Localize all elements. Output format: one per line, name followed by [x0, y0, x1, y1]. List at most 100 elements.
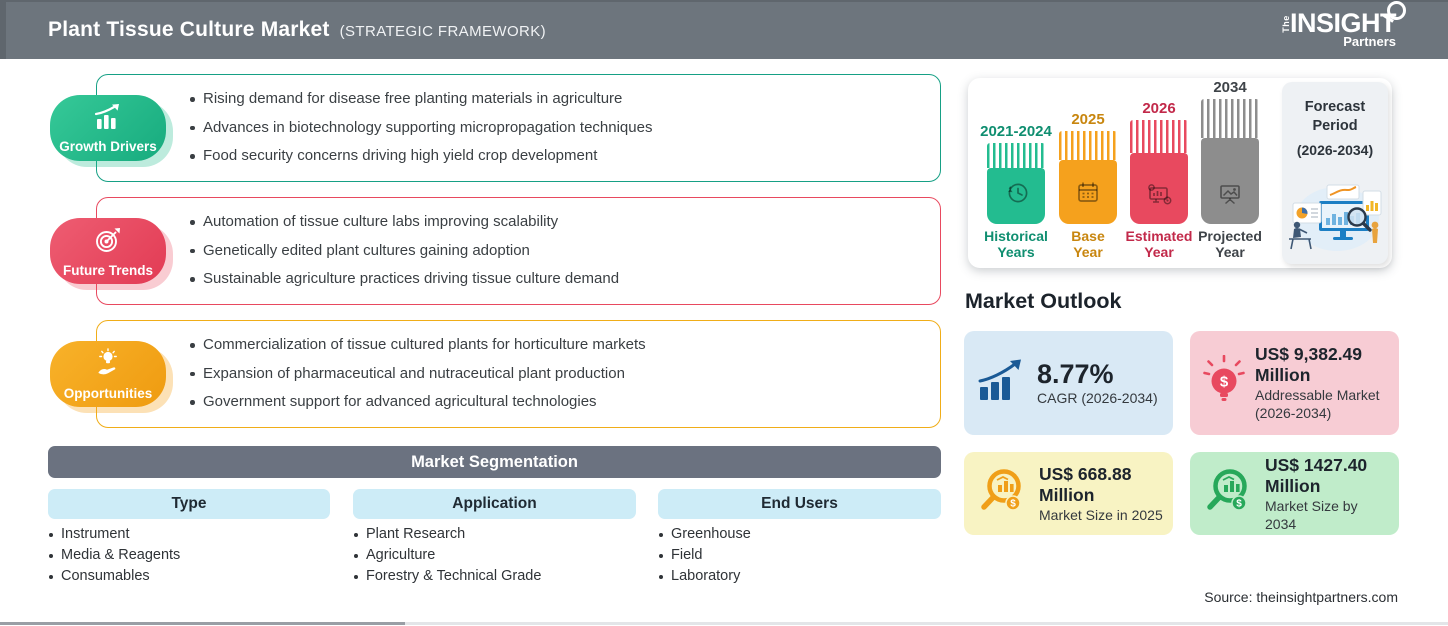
historical-years-bar: 2021-2024 Historical Years — [980, 78, 1052, 268]
target-dart-icon — [93, 225, 123, 260]
badge-label: Growth Drivers — [59, 138, 157, 154]
timeline-bar — [1059, 131, 1117, 224]
bullet-item: Commercialization of tissue cultured pla… — [190, 337, 916, 352]
projection-screen-icon — [1214, 180, 1246, 213]
size-2025-text-block: US$ 668.88 Million Market Size in 2025 — [1039, 464, 1163, 524]
analytics-gear-icon — [1143, 180, 1175, 213]
forecast-illustration — [1285, 177, 1385, 260]
bullet-item: Automation of tissue culture labs improv… — [190, 214, 916, 229]
timeline-bar — [1130, 120, 1188, 224]
addressable-text-block: US$ 9,382.49 Million Addressable Market … — [1255, 344, 1380, 422]
application-items-list: Plant Research Agriculture Forestry & Te… — [353, 524, 541, 587]
history-clock-icon — [1000, 178, 1032, 213]
caption-line: Year — [1215, 244, 1245, 260]
year-label: 2021-2024 — [980, 123, 1052, 140]
forecast-label: Forecast — [1304, 99, 1366, 115]
bullet-item: Government support for advanced agricult… — [190, 394, 916, 409]
scrollbar-track[interactable] — [0, 622, 1448, 625]
opportunities-list: Commercialization of tissue cultured pla… — [97, 321, 940, 409]
timeline-bar — [987, 143, 1045, 224]
future-trends-box: Automation of tissue culture labs improv… — [96, 197, 941, 305]
bar-body — [1130, 153, 1188, 224]
list-item: Laboratory — [658, 566, 751, 587]
bar-stripes — [1201, 99, 1259, 138]
market-outlook-title: Market Outlook — [965, 289, 1122, 313]
addressable-market-card: $ US$ 9,382.49 Million Addressable Marke… — [1190, 331, 1399, 435]
bullet-item: Food security concerns driving high yiel… — [190, 148, 916, 163]
bar-caption: Historical Years — [978, 228, 1054, 260]
market-value-unit: Million — [1039, 484, 1095, 505]
calendar-icon — [1073, 178, 1103, 213]
estimated-year-bar: 2026 E — [1123, 78, 1195, 268]
end-users-items-list: Greenhouse Field Laboratory — [658, 524, 751, 587]
svg-text:$: $ — [1010, 499, 1016, 510]
bullet-item: Advances in biotechnology supporting mic… — [190, 120, 916, 135]
bulb-hand-icon — [93, 347, 123, 383]
column-header-label: Application — [452, 495, 537, 512]
market-caption: (2026-2034) — [1255, 405, 1332, 421]
market-value-unit: Million — [1265, 475, 1321, 496]
magnifier-chart-icon: $ — [1203, 465, 1255, 522]
size-2034-text-block: US$ 1427.40 Million Market Size by 2034 — [1265, 455, 1389, 533]
cagr-card: 8.77% CAGR (2026-2034) — [964, 331, 1173, 435]
caption-line: Year — [1073, 244, 1103, 260]
header-title-group: Plant Tissue Culture Market (STRATEGIC F… — [0, 18, 546, 42]
insight-partners-logo: The INSIGHT Partners — [1277, 1, 1406, 49]
scrollbar-thumb[interactable] — [0, 622, 405, 625]
bar-body — [1059, 160, 1117, 224]
type-items-list: Instrument Media & Reagents Consumables — [48, 524, 180, 587]
market-value: US$ 9,382.49 — [1255, 344, 1363, 364]
list-item: Instrument — [48, 524, 180, 545]
caption-line: Years — [997, 244, 1035, 260]
page-title: Plant Tissue Culture Market — [48, 17, 330, 41]
forecast-range: (2026-2034) — [1296, 142, 1374, 158]
bar-stripes — [987, 143, 1045, 168]
list-item: Consumables — [48, 566, 180, 587]
base-year-bar: 2025 Base Year — [1052, 78, 1124, 268]
logo-row: The INSIGHT — [1277, 1, 1406, 37]
forecast-timeline-card: 2021-2024 Historical Years — [968, 78, 1392, 268]
list-item: Agriculture — [353, 545, 541, 566]
market-size-2025-card: $ US$ 668.88 Million Market Size in 2025 — [964, 452, 1173, 535]
column-header-label: Type — [171, 495, 207, 512]
magnifier-lens-icon — [1387, 1, 1406, 20]
svg-text:$: $ — [1220, 373, 1229, 390]
market-value: US$ 668.88 — [1039, 463, 1132, 484]
cagr-caption: CAGR (2026-2034) — [1037, 390, 1158, 406]
market-segmentation-header: Market Segmentation — [48, 446, 941, 478]
caption-line: Historical — [984, 228, 1048, 244]
market-size-2034-card: $ US$ 1427.40 Million Market Size by 203… — [1190, 452, 1399, 535]
opportunities-badge: Opportunities — [50, 341, 166, 407]
caption-line: Base — [1071, 228, 1105, 244]
bar-body — [1201, 138, 1259, 224]
market-value: US$ 1427.40 — [1265, 454, 1368, 475]
bar-body — [987, 168, 1045, 224]
growth-drivers-badge: Growth Drivers — [50, 95, 166, 161]
segment-column-end-users: End Users — [658, 489, 941, 519]
bar-caption: Estimated Year — [1121, 228, 1197, 260]
market-value-unit: Million — [1255, 365, 1311, 385]
source-attribution: Source: theinsightpartners.com — [1204, 589, 1398, 605]
segmentation-title: Market Segmentation — [411, 452, 578, 471]
opportunities-box: Commercialization of tissue cultured pla… — [96, 320, 941, 428]
bar-caption: Base Year — [1050, 228, 1126, 260]
year-label: 2026 — [1142, 100, 1176, 117]
bulb-dollar-icon: $ — [1203, 354, 1245, 412]
list-item: Forestry & Technical Grade — [353, 566, 541, 587]
logo-the: The — [1281, 14, 1292, 33]
forecast-period-card: Forecast Period (2026-2034) — [1282, 82, 1388, 264]
bullet-item: Rising demand for disease free planting … — [190, 91, 916, 106]
caption-line: Year — [1144, 244, 1174, 260]
timeline-bar — [1201, 99, 1259, 224]
growth-chart-icon — [92, 103, 124, 136]
list-item: Field — [658, 545, 751, 566]
bullet-item: Expansion of pharmaceutical and nutraceu… — [190, 366, 916, 381]
forecast-label: Period — [1312, 118, 1358, 134]
svg-text:$: $ — [1236, 499, 1242, 510]
header-bar: Plant Tissue Culture Market (STRATEGIC F… — [0, 0, 1448, 59]
column-header-label: End Users — [761, 495, 838, 512]
projected-year-bar: 2034 Projected Year — [1194, 78, 1266, 268]
year-label: 2034 — [1213, 79, 1247, 96]
growth-drivers-box: Rising demand for disease free planting … — [96, 74, 941, 182]
bar-stripes — [1059, 131, 1117, 160]
